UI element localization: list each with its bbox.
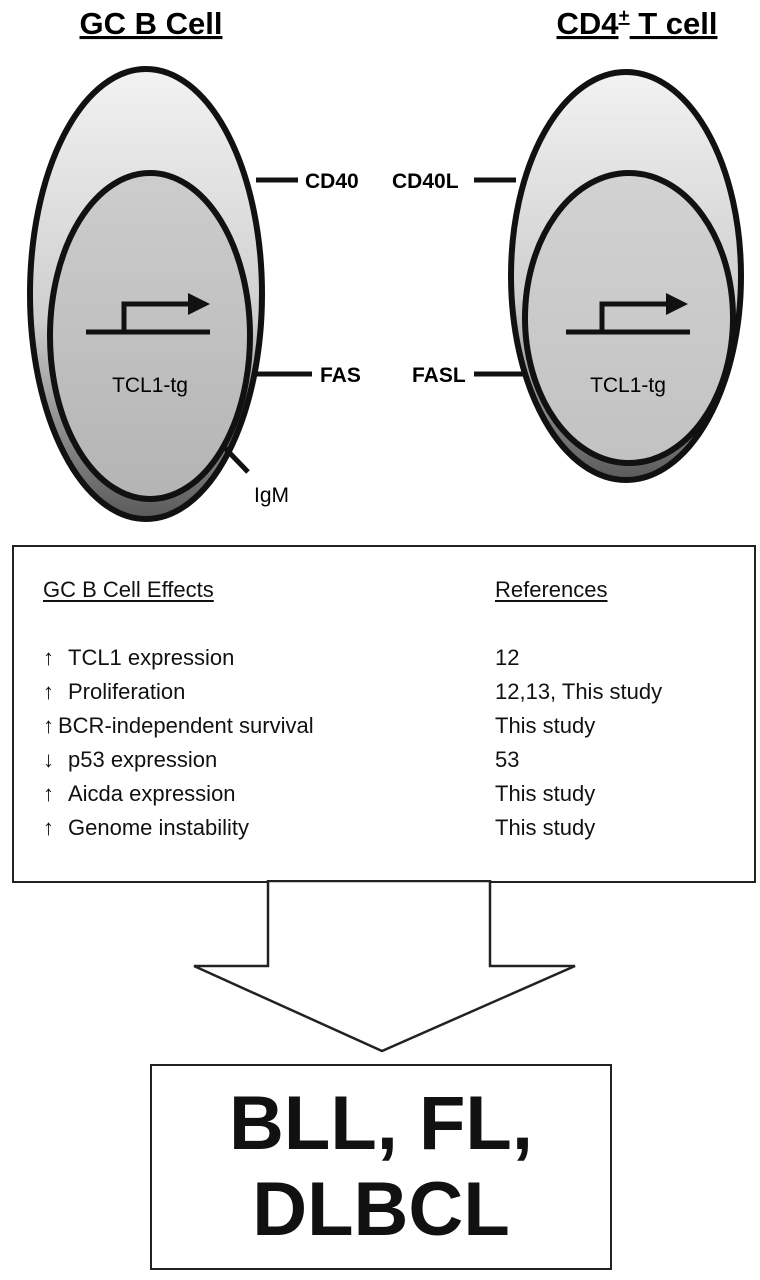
effect-text: Genome instability [68,815,249,840]
fasl-label: FASL [412,364,466,387]
gc-b-cell-promoter-arrow-icon [86,293,210,335]
reference-text: This study [495,815,596,840]
effect-text: Aicda expression [68,781,236,806]
table-row: ↑ Proliferation 12,13, This study [14,679,754,713]
effect-arrow-icon: ↓ [43,747,54,772]
references-column-header: References [495,577,608,602]
table-row: ↑ TCL1 expression 12 [14,645,754,679]
effect-text: TCL1 expression [68,645,235,670]
cd4-title-main: CD4 [557,6,620,41]
effect-arrow-icon: ↑ [43,781,54,806]
fas-label: FAS [320,364,361,387]
effects-column-header: GC B Cell Effects [43,577,214,602]
cell-diagram: GC B Cell CD4+ T cell TCL1-tg CD40 FAS I… [27,6,744,522]
gc-b-cell-title: GC B Cell [80,6,223,41]
t-cell-transgene-label: TCL1-tg [590,374,666,397]
effects-table: GC B Cell Effects References ↑ TCL1 expr… [12,545,756,883]
effect-arrow-icon: ↑ [43,645,54,670]
outcome-line-2: DLBCL [252,1167,510,1252]
effect-arrow-icon: ↑ [43,713,54,738]
gc-b-cell-transgene-label: TCL1-tg [112,374,188,397]
outcome-box: BLL, FL, DLBCL [150,1064,612,1270]
outcome-line-1: BLL, FL, [229,1081,533,1166]
cd4-title-rest: T cell [630,6,718,41]
igm-receptor-line [220,443,250,474]
gc-b-cell-nucleus [47,170,253,502]
cd40-label: CD40 [305,170,359,193]
table-row: ↑ Genome instability This study [14,815,754,849]
effect-text: BCR-independent survival [58,713,314,738]
down-arrow-icon [193,880,576,1053]
table-row: ↑ BCR-independent survival This study [14,713,754,747]
cd4-t-cell-title: CD4+ T cell [557,6,718,41]
reference-text: 12 [495,645,520,670]
reference-text: 53 [495,747,520,772]
reference-text: This study [495,781,596,806]
effect-text: p53 expression [68,747,218,772]
reference-text: 12,13, This study [495,679,663,704]
t-cell-nucleus [522,170,736,466]
effect-text: Proliferation [68,679,186,704]
cd4-title-sup: + [619,6,630,27]
t-cell-promoter-arrow-icon [566,293,690,335]
effect-arrow-icon: ↑ [43,815,54,840]
table-row: ↑ Aicda expression This study [14,781,754,815]
table-row: ↓ p53 expression 53 [14,747,754,781]
reference-text: This study [495,713,596,738]
effect-arrow-icon: ↑ [43,679,54,704]
cd40l-label: CD40L [392,170,459,193]
igm-label: IgM [254,484,289,507]
